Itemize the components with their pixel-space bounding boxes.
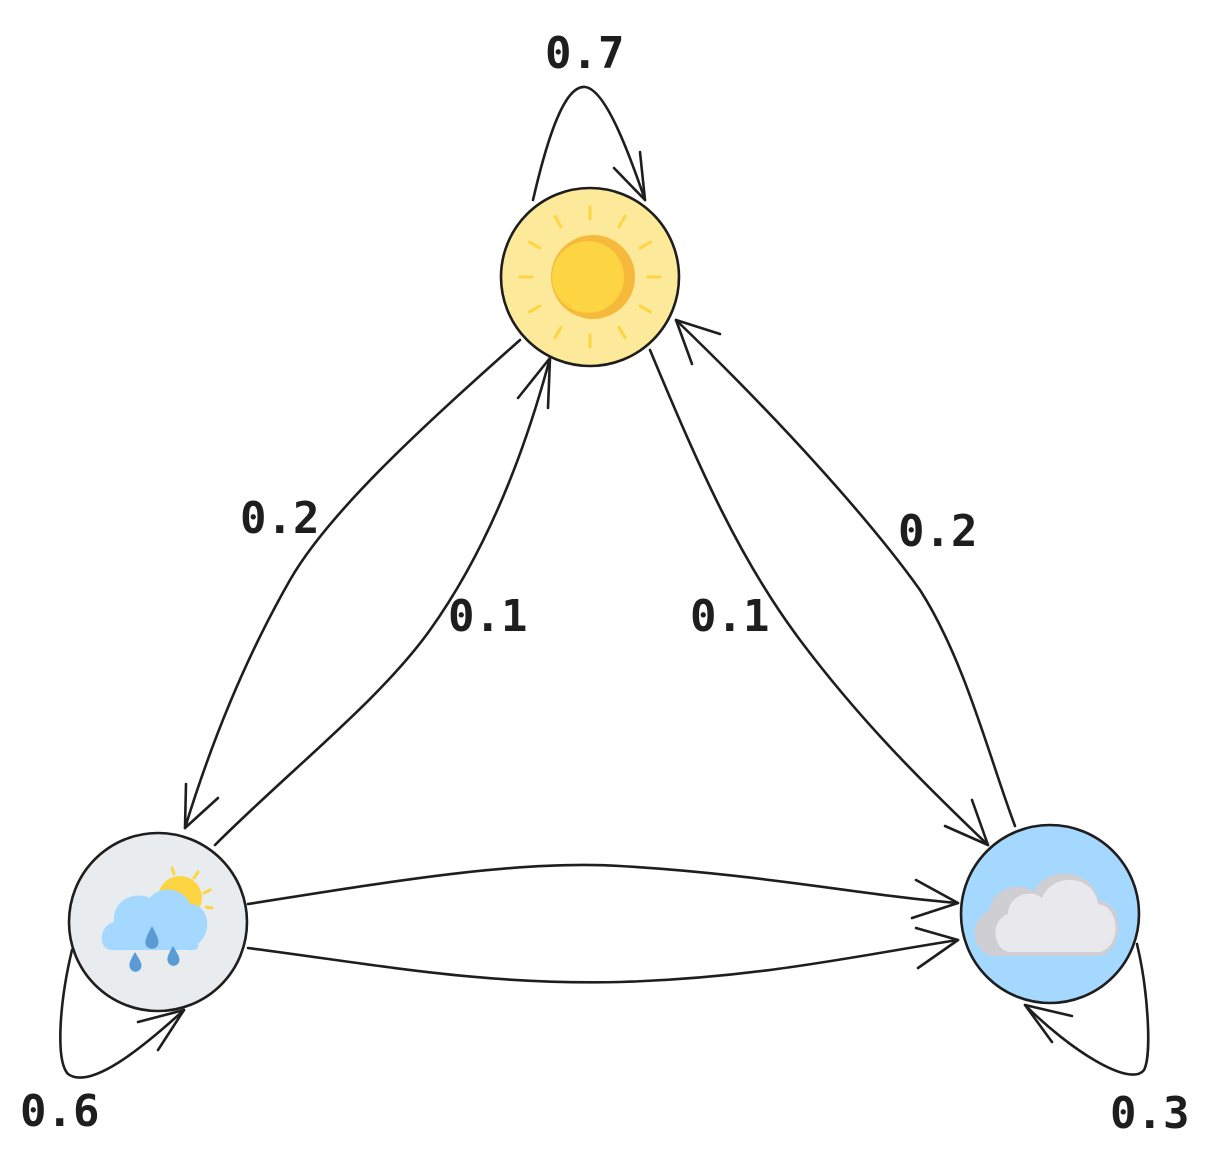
edge-rainy-to-sunny: [213, 356, 552, 847]
label-cloudy-self: 0.3: [1110, 1088, 1189, 1139]
sun-ray: [617, 214, 627, 229]
node-sunny: [499, 186, 681, 368]
arrowhead-rainy-to-cloudy-upper: [910, 878, 960, 920]
arrowhead-cloudy-self: [1023, 1003, 1074, 1044]
cloud-icon: [974, 873, 1119, 956]
sun-ray: [638, 240, 653, 250]
arrowhead-rainy-to-cloudy-lower: [914, 926, 960, 970]
edge-cloudy-self-loop: [1023, 942, 1150, 1076]
sun-ray: [553, 325, 563, 340]
edge-rainy-self-loop: [59, 948, 186, 1079]
sun-ray: [527, 240, 542, 250]
node-rainy: [67, 831, 249, 1013]
arrowhead-sunny-to-cloudy: [943, 798, 990, 847]
edge-sunny-self-loop: [531, 85, 647, 202]
label-rainy-self: 0.6: [20, 1086, 99, 1137]
label-rainy-to-sunny: 0.1: [448, 591, 527, 642]
edge-rainy-to-cloudy-lower: [246, 938, 960, 984]
edge-sunny-to-cloudy: [648, 348, 990, 847]
arrowhead-rainy-to-sunny: [516, 356, 552, 410]
edge-rainy-to-cloudy-upper: [246, 863, 960, 906]
sun-ray: [527, 304, 542, 314]
label-sunny-to-rainy: 0.2: [240, 493, 319, 544]
label-cloudy-to-sunny: 0.2: [898, 506, 977, 557]
rain-cloud-sun-icon: [101, 866, 214, 972]
label-sunny-self: 0.7: [545, 28, 624, 79]
sun-ray: [553, 214, 563, 229]
arrowhead-rainy-self: [136, 1008, 186, 1052]
sun-ray: [638, 304, 653, 314]
edge-sunny-to-rainy: [183, 338, 522, 830]
arrowhead-sunny-self: [612, 150, 647, 202]
edge-cloudy-to-sunny: [674, 318, 1017, 828]
sun-ray: [617, 325, 627, 340]
sun-icon: [518, 205, 662, 349]
arrowhead-sunny-to-rainy: [183, 782, 220, 830]
arrowhead-cloudy-to-sunny: [674, 318, 722, 366]
edges: [59, 85, 1150, 1079]
node-cloudy: [959, 823, 1141, 1005]
label-sunny-to-cloudy: 0.1: [690, 591, 769, 642]
probability-labels: 0.7 0.2 0.1 0.1 0.2 0.6 0.3: [20, 28, 1189, 1139]
